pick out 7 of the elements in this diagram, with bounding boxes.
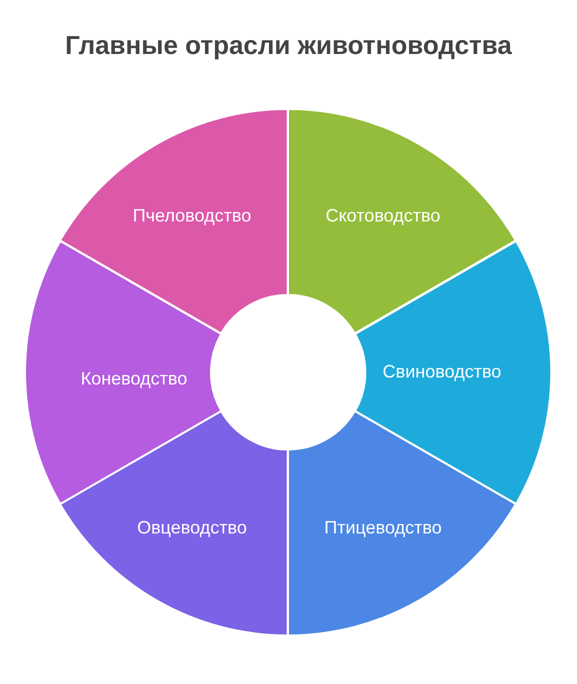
segment-label: Скотоводство (326, 206, 440, 226)
segment-label: Свиноводство (382, 362, 502, 382)
segment-label: Птицеводство (324, 518, 442, 538)
segment-label: Овцеводство (137, 518, 247, 538)
segment-label: Пчеловодство (132, 206, 252, 226)
segment-label: Коневодство (80, 368, 188, 390)
title: Главные отрасли животноводства (64, 30, 513, 61)
